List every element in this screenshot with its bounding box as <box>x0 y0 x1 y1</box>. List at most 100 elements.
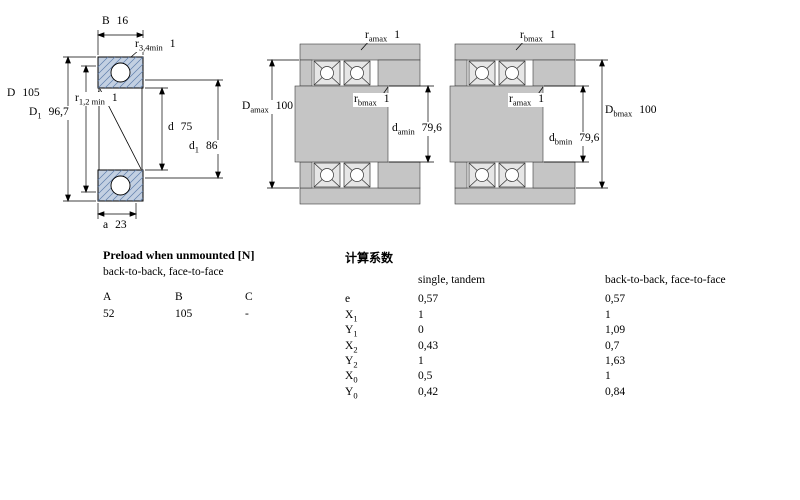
hatch-top <box>97 56 144 89</box>
dim-d1-value: 86 <box>206 140 218 152</box>
factor-row-name: Y2 <box>345 355 358 370</box>
preload-col-A: A <box>103 291 112 303</box>
factor-row-single: 0,42 <box>418 385 439 398</box>
dim-D-value: 105 <box>22 87 40 99</box>
preload-value-C: - <box>245 308 249 320</box>
dim-B: B 16 <box>101 15 130 29</box>
factor-row-btb: 1 <box>605 370 611 383</box>
dim-arr1-r-top-symbol: r <box>365 29 369 41</box>
dim-arr2-r-mid-value: 1 <box>538 93 545 105</box>
factor-row-btb: 0,7 <box>605 339 620 352</box>
dim-arr1-Damax-symbol: D <box>242 100 251 112</box>
factor-row-btb: 1,09 <box>605 324 626 337</box>
preload-table: A B C 52 105 - <box>103 290 285 322</box>
factor-row-name: Y0 <box>345 385 358 401</box>
dim-r34-subscript: 3,4min <box>138 42 163 53</box>
dim-arr2-r-top-symbol: r <box>520 29 524 41</box>
dim-a: a 23 <box>102 219 128 233</box>
factor-row-single: 1 <box>418 308 424 321</box>
factors-corner <box>345 273 418 292</box>
dim-B-symbol: B <box>102 15 110 27</box>
dim-r12: r1,2 min 1 <box>74 92 119 106</box>
factor-row-single: 1 <box>418 355 424 368</box>
dim-arr2-dbmin-value: 79,6 <box>579 132 600 144</box>
dim-arr1-r-top-value: 1 <box>394 29 401 41</box>
dim-arr1-r-mid-value: 1 <box>383 93 390 105</box>
factors-table: single, tandem back-to-back, face-to-fac… <box>345 273 726 400</box>
dim-arr2-Dbmax-symbol: D <box>605 104 614 116</box>
preload-col-B: B <box>175 291 183 303</box>
factors-col-single: single, tandem <box>418 274 486 286</box>
arrangement-right-drawing <box>449 43 576 205</box>
dim-D1: D1 96,7 <box>28 106 70 120</box>
factors-col-btb: back-to-back, face-to-face <box>605 274 726 286</box>
dim-D1-subscript: 1 <box>37 110 42 121</box>
ball-top <box>110 62 131 83</box>
dim-arr2-dbmin-symbol: d <box>549 132 555 144</box>
dim-arr1-r-mid-subscript: bmax <box>357 97 377 108</box>
dim-d1: d1 86 <box>188 140 219 154</box>
dim-arr2-r-top-value: 1 <box>549 29 556 41</box>
calculation-factors-section: 计算系数 single, tandem back-to-back, face-t… <box>345 249 726 400</box>
dim-D-symbol: D <box>7 87 16 99</box>
arrangement-left-drawing <box>294 43 421 205</box>
factor-row-single: 0 <box>418 324 424 337</box>
factor-row-name: X1 <box>345 308 358 324</box>
dim-arr2-r-mid-symbol: r <box>509 93 513 105</box>
factor-row-name: Y1 <box>345 324 358 339</box>
dim-D: D 105 <box>6 87 41 101</box>
dim-arr2-r-mid: ramax 1 <box>508 93 546 108</box>
dim-arr1-Damax: Damax 100 <box>241 100 294 114</box>
factor-row-name: X2 <box>345 339 358 354</box>
factors-title: 计算系数 <box>345 251 394 265</box>
dim-D1-value: 96,7 <box>48 106 69 118</box>
factor-row-name: X0 <box>345 370 358 385</box>
preload-subtitle: back-to-back, face-to-face <box>103 266 224 278</box>
dim-r34-symbol: r <box>135 38 139 50</box>
dim-d1-subscript: 1 <box>194 144 199 155</box>
dim-arr2-dbmin: dbmin 79,6 <box>548 132 601 147</box>
mounting-arrangement-drawings <box>267 39 608 205</box>
bearing-cross-section-drawing <box>63 30 223 219</box>
factor-row-btb: 1,63 <box>605 355 626 368</box>
dim-a-value: 23 <box>115 219 127 231</box>
dim-arr1-damin-symbol: d <box>392 122 398 134</box>
dim-arr2-dbmin-subscript: bmin <box>554 136 573 147</box>
dim-r12-subscript: 1,2 min <box>78 96 105 107</box>
dim-arr1-Damax-subscript: amax <box>250 104 269 115</box>
dim-arr1-Damax-value: 100 <box>275 100 293 112</box>
factor-row-btb: 0,57 <box>605 293 626 306</box>
factor-row-single: 0,57 <box>418 293 439 306</box>
dim-arr1-r-mid-symbol: r <box>354 93 358 105</box>
preload-value-B: 105 <box>175 308 193 320</box>
preload-title: Preload when unmounted [N] <box>103 248 255 262</box>
factor-row-btb: 0,84 <box>605 385 626 398</box>
factor-row-single: 0,5 <box>418 370 433 383</box>
dim-a-symbol: a <box>103 219 109 231</box>
arrangement-dimension-lines <box>267 39 608 189</box>
factor-row-name: e <box>345 293 351 306</box>
dim-B-value: 16 <box>116 15 129 27</box>
dim-arr2-r-top: rbmax 1 <box>519 29 557 44</box>
preload-value-A: 52 <box>103 308 115 320</box>
factor-row-btb: 1 <box>605 308 611 321</box>
preload-col-C: C <box>245 291 253 303</box>
dim-arr2-Dbmax-value: 100 <box>639 104 657 116</box>
dim-d-symbol: d <box>168 121 174 133</box>
dim-r12-value: 1 <box>111 92 118 104</box>
dim-arr1-r-top: ramax 1 <box>364 29 402 44</box>
dim-d1-symbol: d <box>189 140 195 152</box>
dim-r12-symbol: r <box>75 92 79 104</box>
dim-arr2-r-top-subscript: bmax <box>523 33 543 44</box>
dim-arr2-r-mid-subscript: amax <box>512 97 532 108</box>
dim-arr1-r-top-subscript: amax <box>368 33 388 44</box>
dim-arr1-r-mid: rbmax 1 <box>353 93 391 108</box>
dim-d-value: 75 <box>180 121 193 133</box>
dim-arr1-damin-subscript: amin <box>397 126 415 137</box>
dim-D1-symbol: D <box>29 106 38 118</box>
factor-row-single: 0,43 <box>418 339 439 352</box>
